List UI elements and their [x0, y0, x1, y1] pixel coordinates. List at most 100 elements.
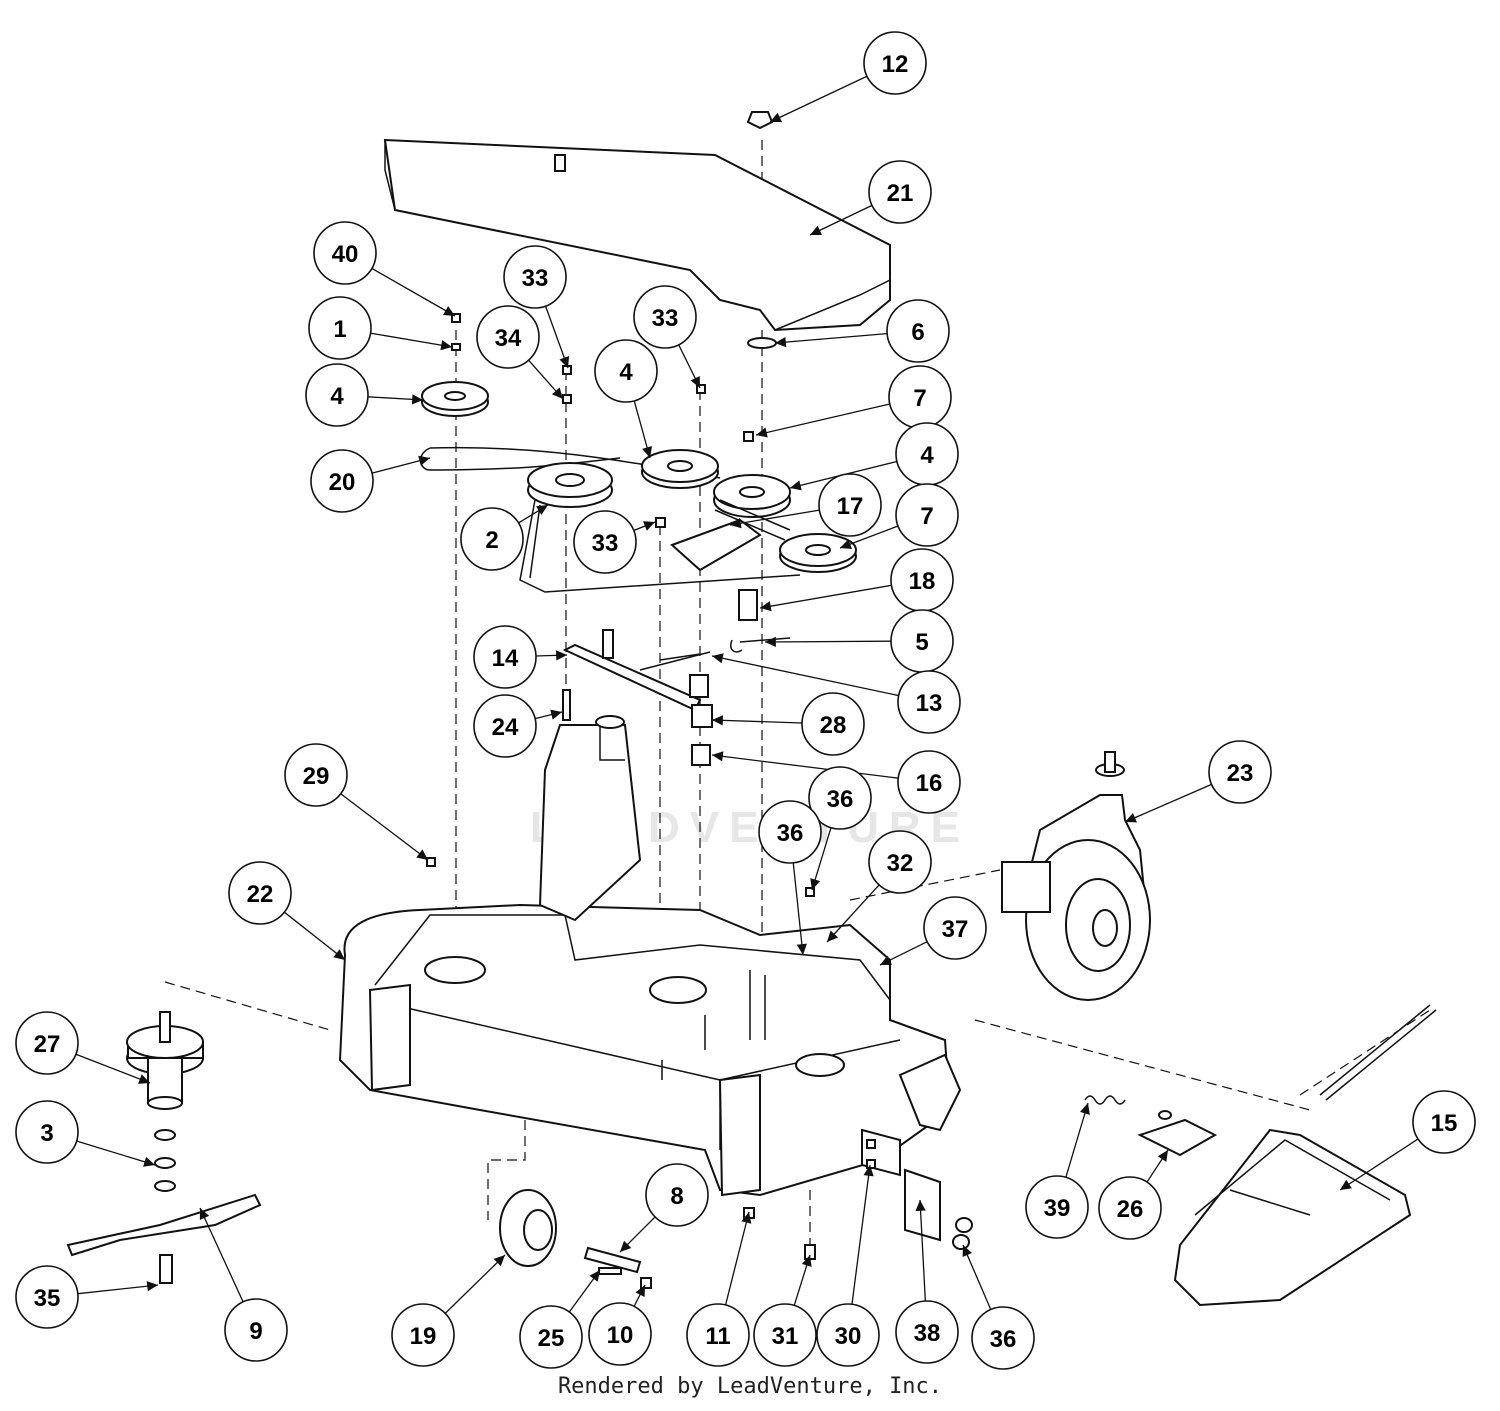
- callout-36[interactable]: 36: [808, 766, 872, 830]
- callout-circle[interactable]: [519, 1305, 583, 1369]
- callout-circle[interactable]: [633, 285, 697, 349]
- callout-14[interactable]: 14: [473, 625, 537, 689]
- callout-12[interactable]: 12: [863, 31, 927, 95]
- callout-17[interactable]: 17: [818, 473, 882, 537]
- callout-25[interactable]: 25: [519, 1305, 583, 1369]
- callout-39[interactable]: 39: [1025, 1175, 1089, 1239]
- leader-arrowhead: [1079, 1103, 1090, 1115]
- callout-circle[interactable]: [305, 363, 369, 427]
- callout-circle[interactable]: [897, 750, 961, 814]
- callout-2[interactable]: 2: [460, 507, 524, 571]
- callout-20[interactable]: 20: [310, 449, 374, 513]
- callout-3[interactable]: 3: [15, 1100, 79, 1164]
- pulley-assembly: [419, 381, 857, 653]
- callout-35[interactable]: 35: [15, 1265, 79, 1329]
- callout-circle[interactable]: [971, 1306, 1035, 1370]
- callout-circle[interactable]: [816, 1303, 880, 1367]
- callout-circle[interactable]: [818, 473, 882, 537]
- callout-18[interactable]: 18: [890, 548, 954, 612]
- callout-circle[interactable]: [1412, 1090, 1476, 1154]
- callout-38[interactable]: 38: [895, 1300, 959, 1364]
- callout-circle[interactable]: [473, 694, 537, 758]
- callout-29[interactable]: 29: [284, 743, 348, 807]
- callout-24[interactable]: 24: [473, 694, 537, 758]
- callout-26[interactable]: 26: [1098, 1176, 1162, 1240]
- callout-33[interactable]: 33: [633, 285, 697, 349]
- callout-circle[interactable]: [313, 221, 377, 285]
- callout-circle[interactable]: [645, 1163, 709, 1227]
- callout-40[interactable]: 40: [313, 221, 377, 285]
- callout-15[interactable]: 15: [1412, 1090, 1476, 1154]
- callout-4[interactable]: 4: [895, 422, 959, 486]
- callout-circle[interactable]: [1025, 1175, 1089, 1239]
- callout-circle[interactable]: [284, 743, 348, 807]
- callout-circle[interactable]: [1098, 1176, 1162, 1240]
- callout-11[interactable]: 11: [686, 1303, 750, 1367]
- callout-circle[interactable]: [308, 296, 372, 360]
- callout-5[interactable]: 5: [890, 609, 954, 673]
- callout-4[interactable]: 4: [305, 363, 369, 427]
- callout-32[interactable]: 32: [868, 830, 932, 894]
- callout-circle[interactable]: [886, 299, 950, 363]
- callout-10[interactable]: 10: [588, 1302, 652, 1366]
- callout-28[interactable]: 28: [801, 692, 865, 756]
- callout-circle[interactable]: [594, 339, 658, 403]
- callout-4[interactable]: 4: [594, 339, 658, 403]
- callout-number: 27: [34, 1031, 61, 1058]
- leader-line-28: [711, 719, 803, 724]
- callout-circle[interactable]: [391, 1303, 455, 1367]
- callout-circle[interactable]: [15, 1011, 79, 1075]
- callout-23[interactable]: 23: [1208, 740, 1272, 804]
- callout-34[interactable]: 34: [476, 305, 540, 369]
- callout-circle[interactable]: [801, 692, 865, 756]
- callout-circle[interactable]: [753, 1303, 817, 1367]
- callout-36[interactable]: 36: [971, 1306, 1035, 1370]
- callout-circle[interactable]: [224, 1298, 288, 1362]
- callout-circle[interactable]: [897, 670, 961, 734]
- callout-circle[interactable]: [895, 1300, 959, 1364]
- callout-30[interactable]: 30: [816, 1303, 880, 1367]
- callout-13[interactable]: 13: [897, 670, 961, 734]
- callout-circle[interactable]: [573, 510, 637, 574]
- leader-arrowhead: [620, 1240, 632, 1252]
- callout-circle[interactable]: [15, 1100, 79, 1164]
- callout-circle[interactable]: [808, 766, 872, 830]
- callout-circle[interactable]: [895, 483, 959, 547]
- callout-circle[interactable]: [868, 160, 932, 224]
- callout-21[interactable]: 21: [868, 160, 932, 224]
- callout-circle[interactable]: [228, 861, 292, 925]
- callout-16[interactable]: 16: [897, 750, 961, 814]
- callout-19[interactable]: 19: [391, 1303, 455, 1367]
- callout-7[interactable]: 7: [888, 365, 952, 429]
- callout-circle[interactable]: [310, 449, 374, 513]
- callout-circle[interactable]: [473, 625, 537, 689]
- callout-circle[interactable]: [15, 1265, 79, 1329]
- callout-number: 1: [333, 316, 346, 343]
- callout-8[interactable]: 8: [645, 1163, 709, 1227]
- callout-circle[interactable]: [863, 31, 927, 95]
- callout-circle[interactable]: [758, 800, 822, 864]
- leader-line-35: [77, 1284, 159, 1295]
- callout-6[interactable]: 6: [886, 299, 950, 363]
- callout-circle[interactable]: [923, 896, 987, 960]
- callout-31[interactable]: 31: [753, 1303, 817, 1367]
- callout-9[interactable]: 9: [224, 1298, 288, 1362]
- callout-22[interactable]: 22: [228, 861, 292, 925]
- callout-7[interactable]: 7: [895, 483, 959, 547]
- callout-circle[interactable]: [460, 507, 524, 571]
- callout-27[interactable]: 27: [15, 1011, 79, 1075]
- callout-circle[interactable]: [476, 305, 540, 369]
- callout-number: 34: [495, 325, 522, 352]
- callout-37[interactable]: 37: [923, 896, 987, 960]
- callout-33[interactable]: 33: [573, 510, 637, 574]
- callout-circle[interactable]: [1208, 740, 1272, 804]
- callout-circle[interactable]: [868, 830, 932, 894]
- callout-number: 36: [777, 820, 804, 847]
- callout-1[interactable]: 1: [308, 296, 372, 360]
- callout-circle[interactable]: [588, 1302, 652, 1366]
- leader-arrowhead: [635, 1285, 645, 1297]
- callout-36[interactable]: 36: [758, 800, 822, 864]
- callout-circle[interactable]: [686, 1303, 750, 1367]
- callout-33[interactable]: 33: [503, 245, 567, 309]
- callout-circle[interactable]: [503, 245, 567, 309]
